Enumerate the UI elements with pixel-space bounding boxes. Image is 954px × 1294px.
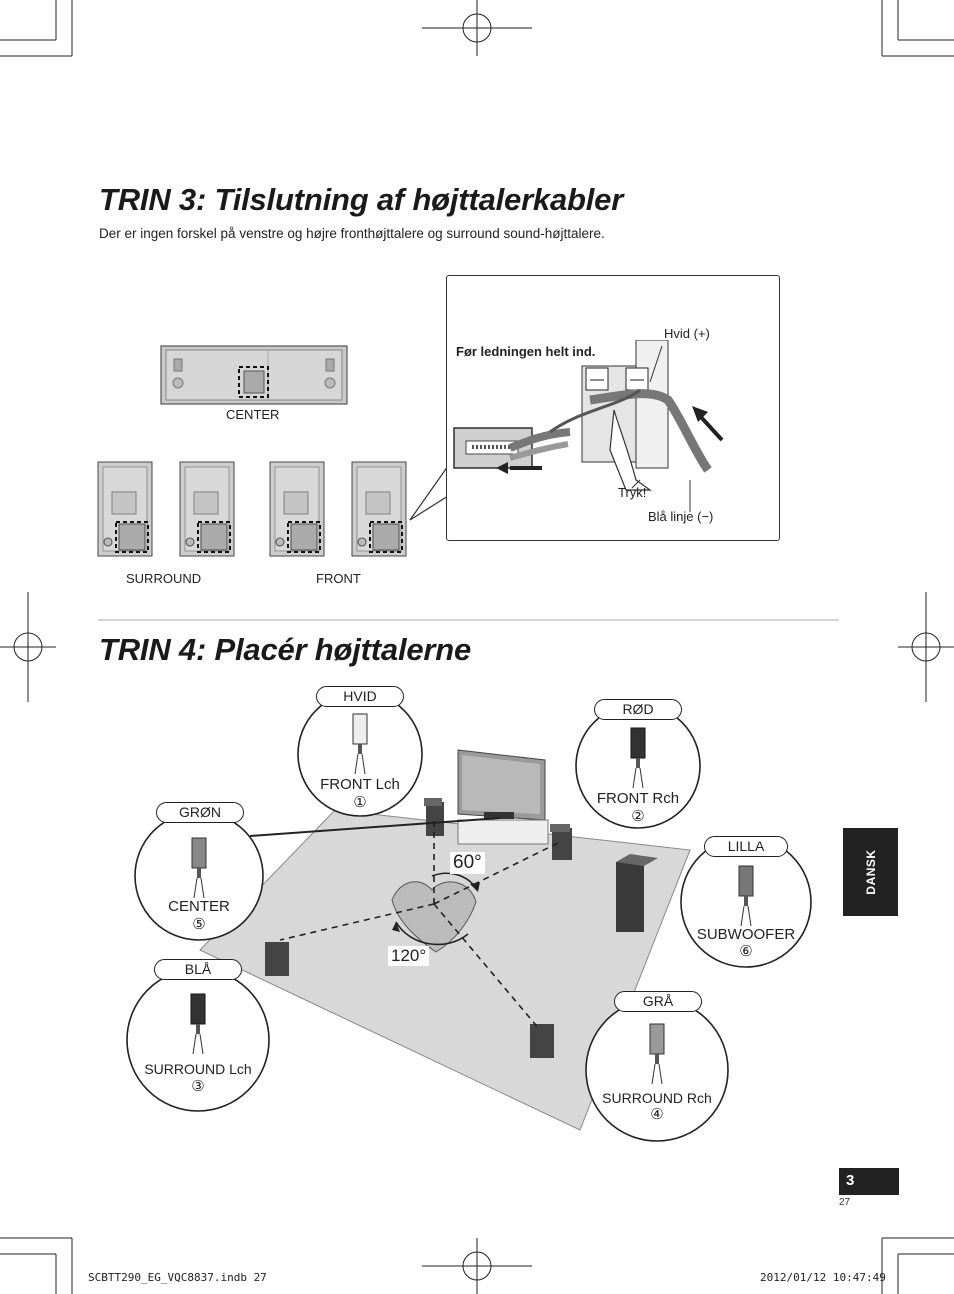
footer-filename: SCBTT290_EG_VQC8837.indb 27 — [88, 1271, 267, 1284]
pill-gra: GRÅ — [614, 991, 702, 1012]
language-tab-label: DANSK — [863, 849, 878, 895]
label-surround-rch: SURROUND Rch — [602, 1090, 712, 1106]
pill-gron: GRØN — [156, 802, 244, 823]
label-blue-minus: Blå linje (−) — [648, 509, 714, 524]
label-press: Tryk! — [618, 485, 647, 500]
speaker-placement-diagram — [199, 749, 691, 1131]
page-number: 3 — [846, 1172, 855, 1189]
num-surround-lch: ③ — [191, 1078, 205, 1095]
num-surround-rch: ④ — [650, 1106, 664, 1123]
page-number-box: 3 — [839, 1168, 899, 1195]
step3-intro: Der er ingen forskel på venstre og højre… — [99, 226, 605, 241]
pill-hvid: HVID — [316, 686, 404, 707]
num-subwoofer: ⑥ — [739, 943, 753, 960]
center-speaker-illustration — [160, 345, 348, 405]
front-surround-speakers-illustration — [97, 461, 407, 557]
label-white-plus: Hvid (+) — [664, 326, 710, 341]
section-divider — [98, 619, 839, 621]
label-surround: SURROUND — [126, 571, 202, 586]
instruction-insert-wire: Før ledningen helt ind. — [456, 344, 596, 359]
num-front-rch: ② — [631, 808, 645, 825]
label-subwoofer: SUBWOOFER — [696, 926, 796, 943]
label-front-rch: FRONT Rch — [596, 790, 680, 807]
page-sub-number: 27 — [839, 1197, 851, 1208]
footer-timestamp: 2012/01/12 10:47:49 — [760, 1271, 886, 1284]
step4-title: TRIN 4: Placér højttalerne — [99, 632, 472, 667]
label-surround-lch: SURROUND Lch — [144, 1061, 252, 1077]
num-center: ⑤ — [192, 916, 206, 933]
label-front-lch: FRONT Lch — [320, 776, 400, 793]
callout-pointer — [409, 465, 449, 521]
label-center-spk: CENTER — [168, 898, 230, 915]
pill-bla: BLÅ — [154, 959, 242, 980]
angle-60-label: 60° — [450, 852, 485, 874]
language-tab: DANSK — [843, 828, 898, 916]
step3-title: TRIN 3: Tilslutning af højttalerkabler — [99, 182, 624, 217]
pill-rod: RØD — [594, 699, 682, 720]
pill-lilla: LILLA — [704, 836, 788, 857]
angle-120-label: 120° — [388, 946, 430, 966]
label-center: CENTER — [226, 407, 280, 422]
label-front: FRONT — [316, 571, 361, 586]
num-front-lch: ① — [353, 794, 367, 811]
terminal-connection-illustration — [453, 340, 724, 512]
